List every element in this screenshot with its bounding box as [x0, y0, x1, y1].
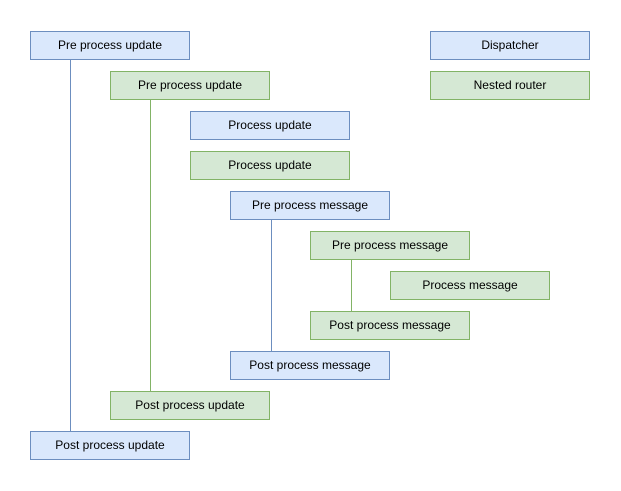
node-post-process-update-dispatcher[interactable]: Post process update [30, 431, 190, 460]
node-post-process-update-router[interactable]: Post process update [110, 391, 270, 420]
connector-n5-to-n9 [271, 220, 272, 351]
node-pre-process-message-dispatcher[interactable]: Pre process message [230, 191, 390, 220]
connector-n6-to-n8 [351, 260, 352, 311]
node-pre-process-update-dispatcher[interactable]: Pre process update [30, 31, 190, 60]
node-post-process-message-dispatcher[interactable]: Post process message [230, 351, 390, 380]
node-process-message-router[interactable]: Process message [390, 271, 550, 300]
connector-n1-to-n11 [70, 60, 71, 431]
node-pre-process-message-router[interactable]: Pre process message [310, 231, 470, 260]
connector-n2-to-n10 [150, 100, 151, 391]
node-pre-process-update-router[interactable]: Pre process update [110, 71, 270, 100]
node-process-update-router[interactable]: Process update [190, 151, 350, 180]
node-process-update-dispatcher[interactable]: Process update [190, 111, 350, 140]
node-post-process-message-router[interactable]: Post process message [310, 311, 470, 340]
legend-item-nested-router: Nested router [430, 71, 590, 100]
legend-item-dispatcher: Dispatcher [430, 31, 590, 60]
